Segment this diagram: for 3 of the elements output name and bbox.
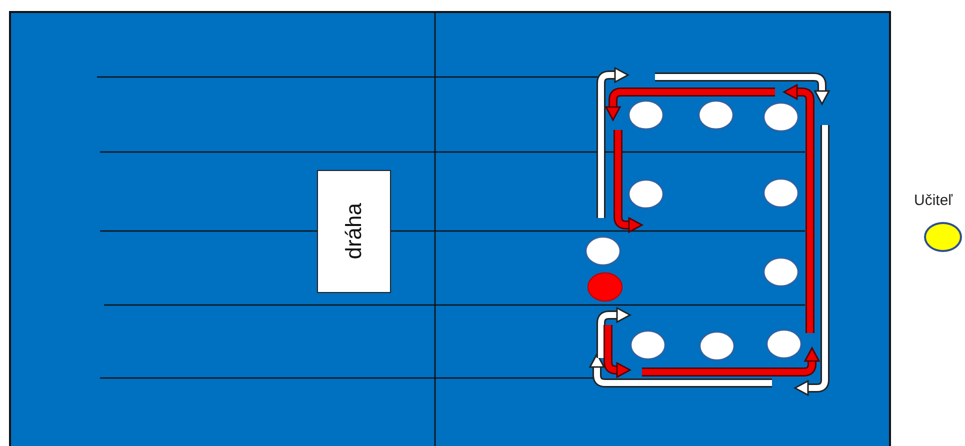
- lane-label: dráha: [343, 203, 365, 260]
- teacher-label: Učiteľ: [914, 192, 953, 209]
- sign-board: [317, 170, 391, 293]
